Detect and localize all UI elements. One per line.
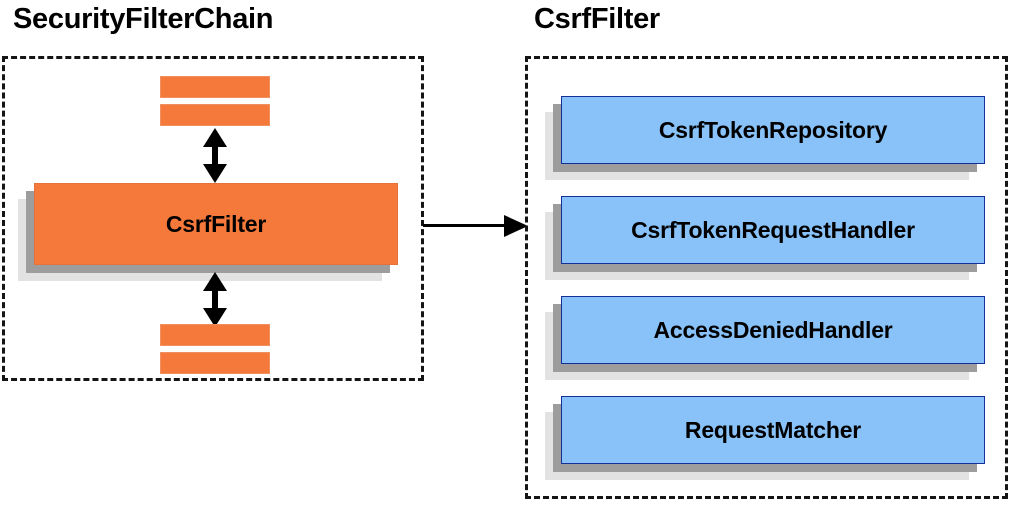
arrow-head-down-icon (203, 308, 227, 327)
arrow-head-up-icon (203, 272, 227, 291)
collaborator-label: RequestMatcher (684, 416, 862, 443)
collaborator-face: CsrfTokenRepository (561, 96, 985, 164)
arrow-head-up-icon (203, 128, 227, 147)
csrffilter-to-detail-arrow (423, 215, 528, 237)
collaborator-accessdeniedhandler[interactable]: AccessDeniedHandler (545, 296, 985, 380)
collaborator-csrftokenrequesthandler[interactable]: CsrfTokenRequestHandler (545, 196, 985, 280)
collaborator-csrftokenrepository[interactable]: CsrfTokenRepository (545, 96, 985, 180)
filter-slab-bottom-1 (160, 324, 270, 346)
collaborator-face: RequestMatcher (561, 396, 985, 464)
arrow-shaft (212, 286, 218, 314)
collaborator-face: AccessDeniedHandler (561, 296, 985, 364)
arrow-head-down-icon (203, 164, 227, 183)
csrffilter-detail-title: CsrfFilter (534, 3, 660, 35)
filter-slab-top-1 (160, 76, 270, 98)
collaborator-label: CsrfTokenRequestHandler (631, 216, 915, 243)
filter-slab-top-2 (160, 104, 270, 126)
csrffilter-box-face: CsrfFilter (34, 183, 398, 265)
security-filter-chain-title: SecurityFilterChain (13, 3, 274, 35)
filter-slab-bottom-2 (160, 352, 270, 374)
arrow-shaft (212, 142, 218, 170)
collaborator-face: CsrfTokenRequestHandler (561, 196, 985, 264)
collaborator-label: CsrfTokenRepository (658, 116, 888, 143)
arrow-head-right-icon (504, 215, 528, 237)
collaborator-requestmatcher[interactable]: RequestMatcher (545, 396, 985, 480)
connector-shaft (423, 224, 509, 227)
csrffilter-box[interactable]: CsrfFilter (18, 183, 398, 281)
csrffilter-box-label: CsrfFilter (165, 210, 267, 237)
collaborator-label: AccessDeniedHandler (653, 316, 893, 343)
csrffilter-detail-panel (525, 56, 1008, 499)
bidirectional-arrow-below-csrffilter (203, 272, 227, 327)
bidirectional-arrow-above-csrffilter (203, 128, 227, 183)
security-filter-chain-panel (2, 56, 424, 381)
